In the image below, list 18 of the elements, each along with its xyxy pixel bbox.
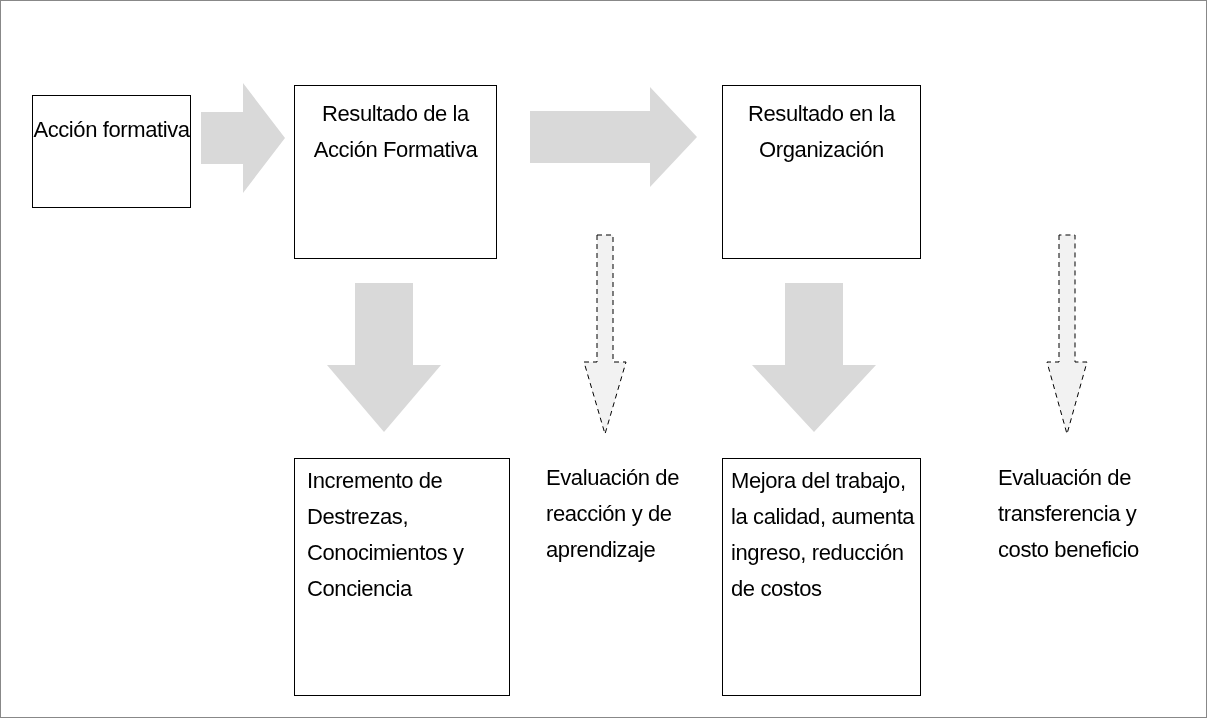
block-arrow [201, 83, 285, 193]
box-label: Incremento de Destrezas, Conocimientos y Conciencia [307, 467, 465, 603]
box-label: Mejora del trabajo, la calidad, aumenta ingreso, reducción de costos [731, 467, 916, 603]
process-box [294, 458, 510, 696]
block-arrow [583, 234, 627, 435]
block-arrow [530, 87, 697, 187]
block-arrow [752, 283, 876, 432]
evaluation-text: Evaluación de transferencia y costo beneficio [998, 464, 1140, 564]
box-label: Acción formativa [33, 116, 190, 144]
box-label: Resultado en la Organización [747, 100, 897, 164]
process-box [294, 85, 497, 259]
evaluation-text: Evaluación de reacción y de aprendizaje [546, 464, 680, 564]
box-label: Resultado de la Acción Formativa [312, 100, 479, 164]
process-box [722, 85, 921, 259]
block-arrow [1046, 234, 1088, 435]
process-box [32, 95, 191, 208]
block-arrow [327, 283, 441, 432]
process-box [722, 458, 921, 696]
